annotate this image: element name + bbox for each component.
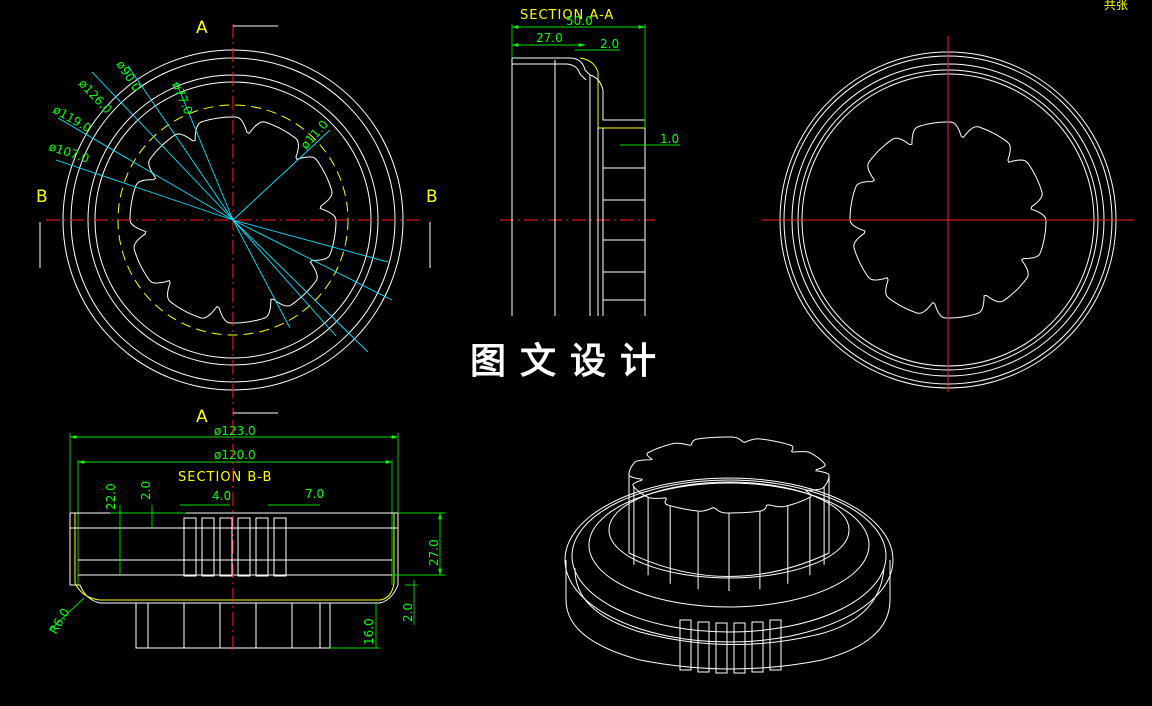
dim-bb-7: 7.0 <box>305 487 324 501</box>
dim-bb-120: ø120.0 <box>214 448 256 462</box>
title-block-fragment: 共张 <box>1104 0 1129 12</box>
dim-d90: ø90.0 <box>113 58 143 94</box>
dim-bb-4: 4.0 <box>212 489 231 503</box>
isometric-view <box>564 436 894 674</box>
dim-bb-22: 22.0 <box>104 483 118 510</box>
dim-bb-123: ø123.0 <box>214 424 256 438</box>
cut-label-b-right: B <box>426 187 438 207</box>
dim-bb-r6: R6.0 <box>46 606 72 637</box>
dim-d107: ø107.0 <box>47 140 91 166</box>
cut-label-a-top: A <box>196 18 208 38</box>
dim-bb-2b: 2.0 <box>401 603 415 622</box>
dim-bb-2a: 2.0 <box>139 481 153 500</box>
dim-bb-27: 27.0 <box>427 539 441 566</box>
section-bb-title: SECTION B-B <box>178 470 272 485</box>
dim-d126: ø126.0 <box>76 76 115 116</box>
dim-bb-16: 16.0 <box>362 618 376 645</box>
dim-aa-1: 1.0 <box>660 132 679 146</box>
section-b-b: ø123.0 ø120.0 SECTION B-B <box>46 420 445 652</box>
dim-aa-27: 27.0 <box>536 31 563 45</box>
dim-aa-50: 50.0 <box>566 14 593 28</box>
bottom-view <box>762 36 1134 392</box>
cut-label-b-left: B <box>36 187 48 207</box>
section-aa-title: SECTION A-A <box>520 8 614 23</box>
dim-d11: ø11.0 <box>298 117 331 152</box>
section-a-a: SECTION A-A 50.0 27.0 2.0 1.0 <box>500 8 680 316</box>
dim-aa-2: 2.0 <box>600 37 619 51</box>
iso-knob-side <box>628 475 830 591</box>
iso-knob-top <box>628 436 830 514</box>
watermark-text: 图文设计 <box>470 340 671 382</box>
cut-label-a-bottom: A <box>196 407 208 427</box>
dim-d119: ø119.0 <box>51 102 94 135</box>
dim-d77: ø77.0 <box>169 80 195 117</box>
top-view: A A B B ø126.0 ø90.0 ø77.0 ø119.0 ø107.0… <box>36 18 438 427</box>
